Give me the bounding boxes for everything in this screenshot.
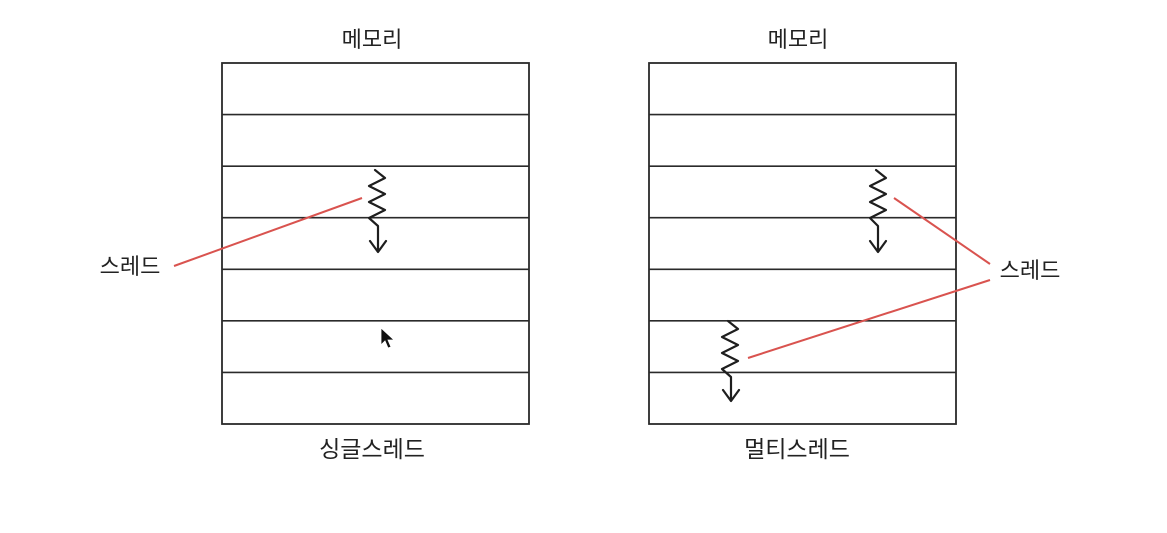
multi-memory-label: 메모리 bbox=[768, 28, 829, 53]
multi-thread-panel: 메모리 스레드 멀티스레드 bbox=[648, 28, 1061, 463]
single-memory-label: 메모리 bbox=[342, 28, 403, 53]
multi-thread-pointer-line-2 bbox=[747, 279, 991, 359]
multi-thread-caption: 멀티스레드 bbox=[744, 437, 850, 463]
multi-thread-label: 스레드 bbox=[1000, 259, 1061, 284]
mouse-pointer-icon bbox=[380, 327, 396, 349]
multi-thread-arrow-2 bbox=[720, 319, 741, 403]
multi-memory-box bbox=[648, 62, 957, 425]
single-memory-rows bbox=[222, 113, 529, 374]
multi-thread-pointer-line-1 bbox=[893, 197, 991, 265]
multi-memory-rows bbox=[649, 113, 956, 374]
single-thread-label: 스레드 bbox=[100, 255, 161, 280]
single-thread-arrow bbox=[367, 168, 388, 254]
multi-thread-arrow-1 bbox=[868, 168, 888, 254]
single-memory-box bbox=[221, 62, 530, 425]
single-thread-panel: 메모리 스레드 싱글스레드 bbox=[100, 28, 530, 463]
single-thread-caption: 싱글스레드 bbox=[319, 437, 425, 463]
single-thread-pointer-line bbox=[173, 197, 363, 267]
